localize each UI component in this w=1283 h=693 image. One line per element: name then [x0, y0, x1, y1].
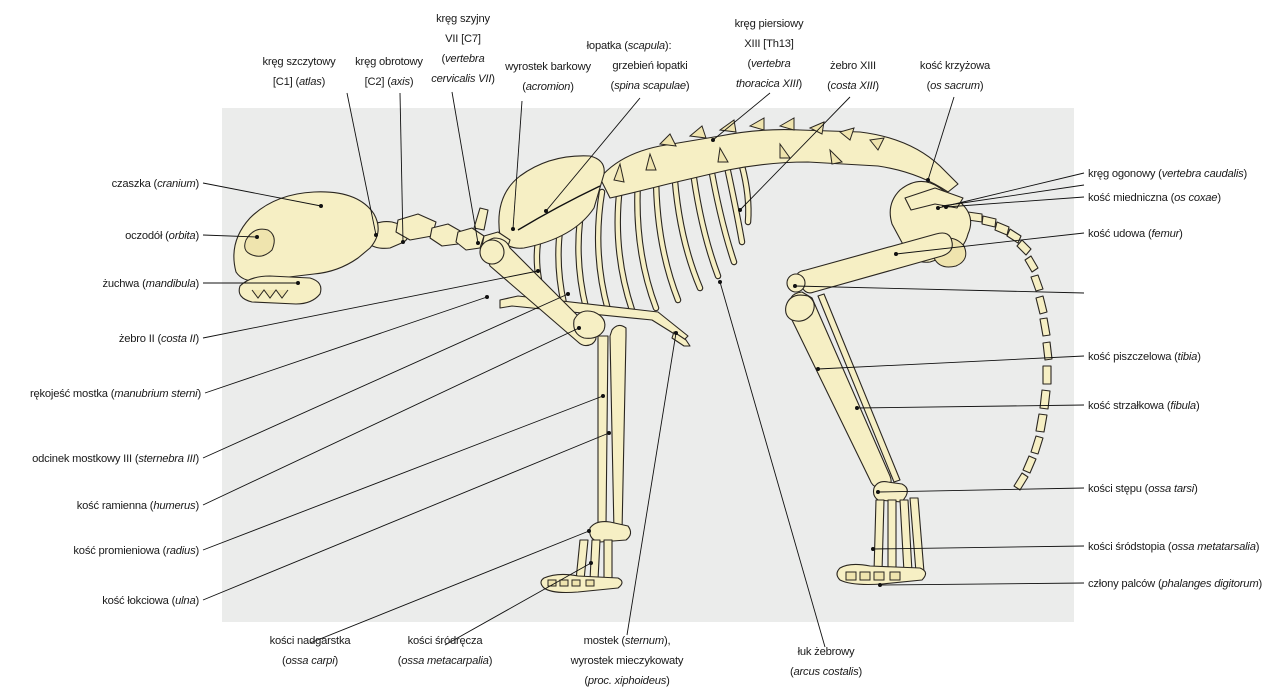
label-vertebra-th13: (vertebra [748, 58, 791, 70]
label-wyrostek-barkowy: wyrostek barkowy [504, 61, 591, 73]
label-vertebra-c7: (vertebra [442, 53, 485, 65]
label-kosc-ramienna: kość ramienna (humerus) [77, 500, 200, 512]
label-kosc-lokciowa: kość łokciowa (ulna) [102, 595, 199, 607]
label-kosc-strzalkowa: kość strzałkowa (fibula) [1088, 400, 1200, 412]
label-czlony-palcow: człony palców (phalanges digitorum) [1088, 578, 1262, 590]
label-kosc-krzyzowa: kość krzyżowa [920, 60, 991, 72]
label-axis: [C2] (axis) [365, 76, 414, 88]
label-atlas: [C1] (atlas) [273, 76, 326, 88]
label-luk-zebrowy: łuk żebrowy [798, 646, 855, 658]
label-kosci-stepu: kości stępu (ossa tarsi) [1088, 483, 1198, 495]
label-kreg-obrotowy: kręg obrotowy [355, 56, 423, 68]
label-kosci-nadgarstka: kości nadgarstka [270, 635, 352, 647]
label-grzebien-lopatki: grzebień łopatki [612, 60, 687, 72]
label-kosci-srodrecza: kości śródręcza [408, 635, 484, 647]
label-thoracica-xiii: thoracica XIII) [736, 78, 803, 90]
label-c7: VII [C7] [445, 33, 481, 45]
label-kosc-promieniowa: kość promieniowa (radius) [73, 545, 199, 557]
radius-bone [598, 336, 608, 526]
label-czaszka: czaszka (cranium) [112, 178, 200, 190]
label-ossa-metacarpalia: (ossa metacarpalia) [398, 655, 493, 667]
label-cervicalis-vii: cervicalis VII) [431, 73, 495, 85]
label-kreg-szyjny: kręg szyjny [436, 13, 490, 25]
label-costa-xiii: (costa XIII) [827, 80, 879, 92]
label-rekojesc-mostka: rękojeść mostka (manubrium sterni) [30, 388, 202, 400]
label-odcinek-mostkowy: odcinek mostkowy III (sternebra III) [32, 453, 199, 465]
label-kreg-szczytowy: kręg szczytowy [262, 56, 336, 68]
label-oczodol: oczodół (orbita) [125, 230, 199, 242]
label-zebro-ii: żebro II (costa II) [119, 333, 200, 345]
label-wyrostek-mieczykowaty: wyrostek mieczykowaty [570, 655, 684, 667]
label-proc-xiphoideus: (proc. xiphoideus) [584, 675, 670, 687]
label-lopatka: łopatka (scapula): [587, 40, 672, 52]
label-zuchwa: żuchwa (mandibula) [102, 278, 199, 290]
label-th13: XIII [Th13] [744, 38, 794, 50]
label-kosc-piszczelowa: kość piszczelowa (tibia) [1088, 351, 1201, 363]
label-kosc-miedniczna: kość miedniczna (os coxae) [1088, 192, 1221, 204]
label-arcus-costalis: (arcus costalis) [790, 666, 863, 678]
label-kreg-piersiowy: kręg piersiowy [735, 18, 804, 30]
label-mostek: mostek (sternum), [584, 635, 671, 647]
label-os-sacrum: (os sacrum) [927, 80, 984, 92]
label-kosc-udowa: kość udowa (femur) [1088, 228, 1183, 240]
label-spina-scapulae: (spina scapulae) [611, 80, 690, 92]
label-ossa-carpi: (ossa carpi) [282, 655, 339, 667]
label-zebro-xiii: żebro XIII [830, 60, 876, 72]
label-kreg-ogonowy: kręg ogonowy (vertebra caudalis) [1088, 168, 1248, 180]
label-acromion: (acromion) [522, 81, 574, 93]
label-kosci-srodstopia: kości śródstopia (ossa metatarsalia) [1088, 541, 1260, 553]
